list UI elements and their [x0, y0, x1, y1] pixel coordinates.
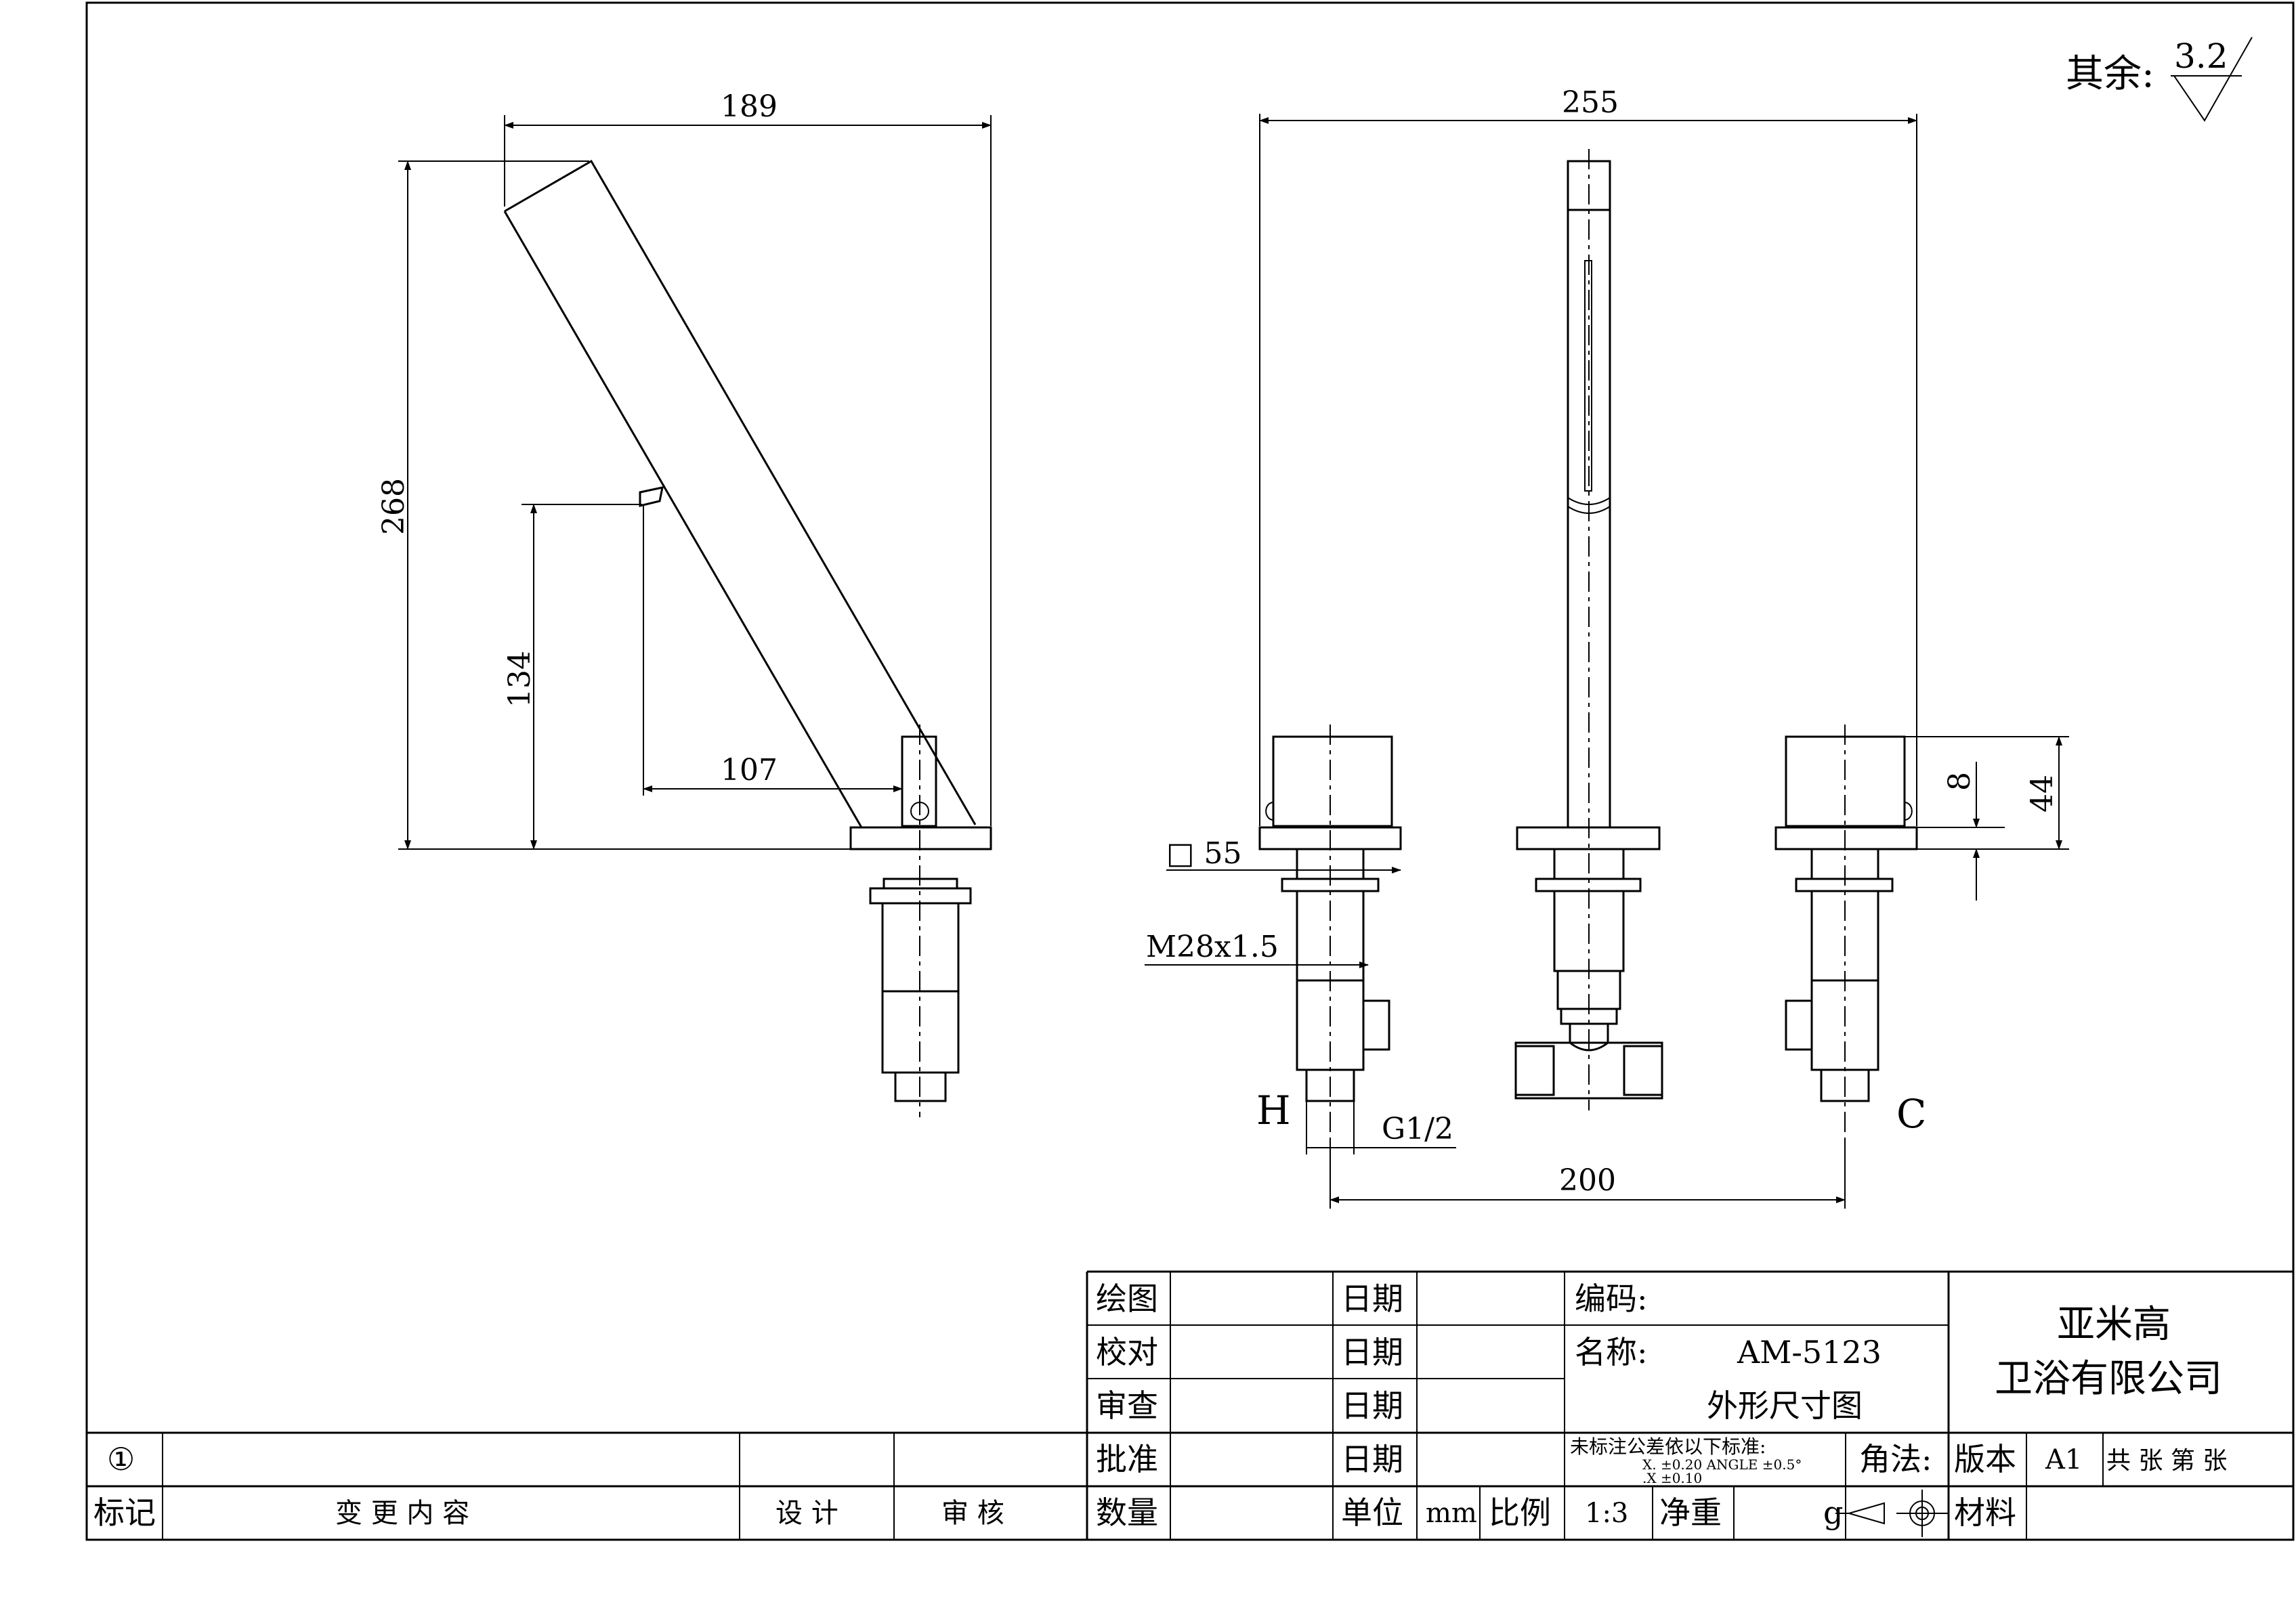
quantity-label: 数量	[1096, 1494, 1158, 1531]
name-label: 名称:	[1575, 1334, 1648, 1370]
dim-pipe-thread: G1/2	[1382, 1112, 1453, 1146]
dim-side-mid-height: 134	[503, 651, 537, 708]
audit-label: 审 核	[941, 1498, 1004, 1529]
sheets-text: 共 张 第 张	[2106, 1447, 2227, 1475]
dim-side-width: 189	[721, 89, 778, 124]
company-name-line-2: 卫浴有限公司	[1995, 1357, 2222, 1401]
scale-value: 1:3	[1585, 1498, 1628, 1529]
dim-base-square: □ 55	[1166, 836, 1242, 871]
surface-finish-value: 3.2	[2174, 37, 2228, 76]
projection-symbol-icon	[1835, 1490, 1948, 1537]
date-label-checked: 日期	[1341, 1334, 1403, 1370]
dim-center-distance: 200	[1559, 1163, 1616, 1198]
dim-side-height: 268	[377, 478, 411, 535]
dim-handle-height: 44	[2025, 775, 2060, 813]
dim-thread: M28x1.5	[1146, 930, 1279, 964]
surface-finish-note: 其余: 3.2	[2066, 37, 2253, 122]
date-label-drawn: 日期	[1341, 1280, 1403, 1317]
drawing-border	[85, 1, 2295, 1541]
version-label: 版本	[1954, 1441, 2016, 1477]
projection-label: 角法:	[1859, 1441, 1932, 1477]
side-view: 189 268 134 107	[377, 89, 992, 1117]
reviewed-label: 审查	[1096, 1387, 1158, 1424]
design-label: 设 计	[775, 1498, 838, 1529]
tolerance-title: 未标注公差依以下标准:	[1570, 1435, 1766, 1458]
revision-mark: ①	[107, 1441, 135, 1477]
approved-label: 批准	[1096, 1441, 1158, 1477]
company-name-line-1: 亚米高	[2057, 1303, 2171, 1347]
scale-label: 比例	[1489, 1494, 1551, 1531]
mark-label: 标记	[93, 1494, 156, 1531]
front-view: 255 □ 55 M28x1.5 G1/2 H C 200 8 44	[1145, 85, 2069, 1209]
drawn-label: 绘图	[1096, 1280, 1158, 1317]
unit-value: mm	[1426, 1498, 1477, 1529]
change-content-label: 变 更 内 容	[335, 1498, 469, 1529]
version-value: A1	[2045, 1444, 2082, 1475]
dim-side-reach: 107	[721, 753, 778, 787]
surface-finish-label: 其余:	[2066, 52, 2154, 96]
tolerance-line-2: .X ±0.10	[1642, 1470, 1702, 1486]
checked-label: 校对	[1096, 1334, 1158, 1370]
dim-handle-gap: 8	[1942, 772, 1977, 791]
tolerance-line-1: X. ±0.20 ANGLE ±0.5°	[1642, 1456, 1802, 1473]
dim-front-width: 255	[1562, 85, 1619, 120]
material-label: 材料	[1954, 1494, 2016, 1531]
code-label: 编码:	[1575, 1280, 1648, 1317]
weight-label: 净重	[1659, 1494, 1722, 1531]
date-label-approved: 日期	[1341, 1441, 1403, 1477]
title-block: 绘图 校对 审查 批准 数量 日期 日期 日期 日期 单位 mm 比例 1:3 …	[87, 1270, 2293, 1540]
date-label-reviewed: 日期	[1341, 1387, 1403, 1424]
port-cold-label: C	[1896, 1091, 1926, 1137]
drawing-title: 外形尺寸图	[1707, 1387, 1863, 1424]
port-hot-label: H	[1256, 1087, 1291, 1133]
unit-label: 单位	[1341, 1494, 1403, 1531]
roughness-symbol-icon	[2171, 37, 2253, 122]
model-number: AM-5123	[1737, 1334, 1882, 1370]
